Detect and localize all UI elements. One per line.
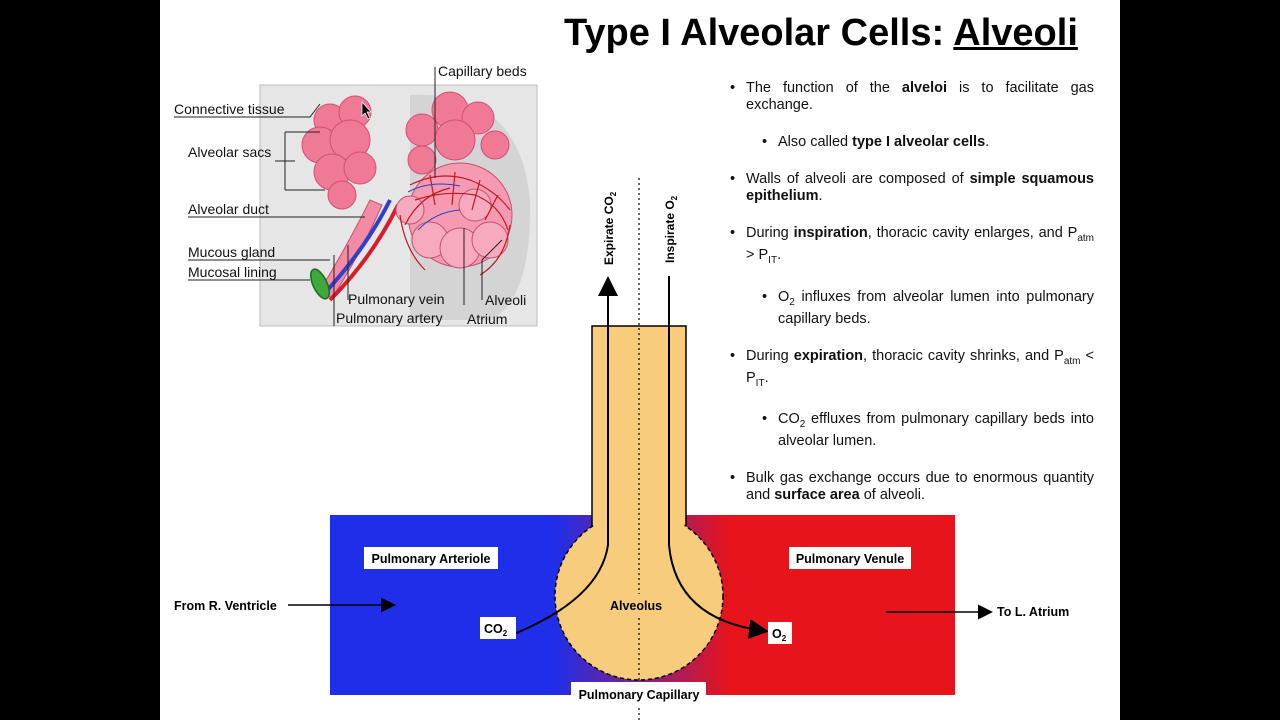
bullet-bulk-exchange: Bulk gas exchange occurs due to enormous… [730,470,1094,504]
o2-box [768,622,792,644]
label-connective-tissue: Connective tissue [174,101,285,117]
label-mucosal-lining: Mucosal lining [188,264,277,280]
pulmonary-venule-label: Pulmonary Venule [796,552,904,566]
o2-path [668,276,769,639]
label-alveolar-sacs: Alveolar sacs [188,144,271,160]
pulmonary-capillary-label: Pulmonary Capillary [579,688,700,702]
mucosal-lining-shape [309,268,331,300]
label-mucous-gland: Mucous gland [188,244,275,260]
label-capillary-beds: Capillary beds [438,63,527,79]
page-title: Type I Alveolar Cells: Alveoli [564,12,1078,55]
slide: Type I Alveolar Cells: Alveoli [160,0,1120,720]
pulmonary-capillary-box [571,682,706,706]
mouse-cursor-icon [361,101,372,120]
label-pulmonary-artery: Pulmonary artery [336,310,443,326]
alveolus-box [603,594,671,616]
pulmonary-arteriole-box [364,547,498,569]
bullet-expiration: During expiration, thoracic cavity shrin… [730,348,1094,392]
pulmonary-venule-box [789,547,911,569]
bullet-list: The function of the alveloi is to facili… [730,80,1094,524]
alveolar-sacs-cluster-left [301,95,377,210]
anatomy-leader-lines [174,67,503,326]
bullet-also-called: Also called type I alveolar cells. [762,134,1094,151]
expirate-co2-label: Expirate CO2 [602,191,618,265]
to-l-atrium-label: To L. Atrium [997,605,1069,619]
alveolar-sacs-cluster-right [405,91,510,175]
from-r-ventricle-label: From R. Ventricle [174,599,277,613]
label-atrium: Atrium [467,311,507,327]
title-underlined: Alveoli [953,12,1078,54]
title-text: Type I Alveolar Cells: [564,12,954,54]
label-alveolar-duct: Alveolar duct [188,201,269,217]
capillary-network-blue [407,183,461,231]
co2-box [480,617,516,639]
co2-path [508,276,618,637]
o2-label: O2 [772,627,787,643]
gas-exchange-diagram: Expirate CO2 Inspirate O2 Pulmonary Arte… [174,178,1069,720]
label-pulmonary-vein: Pulmonary vein [348,291,445,307]
label-alveoli: Alveoli [485,292,526,308]
co2-label: CO2 [484,622,508,638]
bullet-co2-efflux: CO2 effluxes from pulmonary capillary be… [762,411,1094,450]
bullet-inspiration: During inspiration, thoracic cavity enla… [730,225,1094,269]
alveoli-anatomy-illustration: Capillary beds Connective tissue Alveola… [174,63,538,327]
bullet-function: The function of the alveloi is to facili… [730,80,1094,114]
inspirate-o2-label: Inspirate O2 [663,195,679,263]
airway-tube [591,325,687,527]
pulmonary-vein-vessel [328,204,400,302]
pulmonary-artery-vessel [320,199,392,298]
bullet-walls: Walls of alveoli are composed of simple … [730,171,1094,205]
bullet-o2-influx: O2 influxes from alveolar lumen into pul… [762,289,1094,328]
alveolar-duct-shape [319,199,383,299]
alveoli-cutaway [395,162,513,269]
pulmonary-arteriole-label: Pulmonary Arteriole [371,552,490,566]
alveolus-label: Alveolus [610,599,662,613]
capillary-network [399,171,511,276]
